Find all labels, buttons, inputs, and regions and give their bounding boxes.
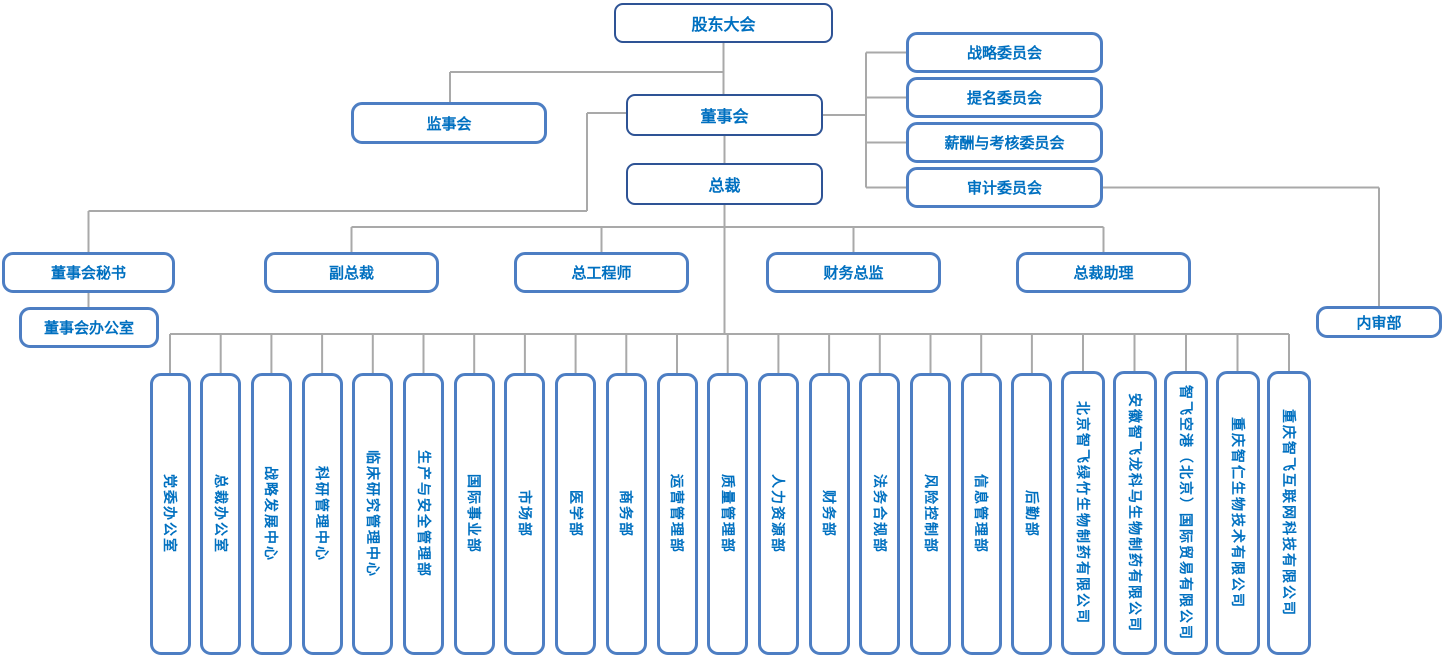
department-box-label: 总裁办公室 [212, 474, 229, 554]
department-box: 总裁办公室 [200, 373, 242, 655]
subsidiary-box-label: 安徽智飞龙科马生物制药有限公司 [1126, 393, 1143, 633]
subsidiary-box-label: 北京智飞绿竹生物制药有限公司 [1075, 401, 1091, 625]
department-box: 党委办公室 [149, 373, 191, 655]
executive-box: 总工程师 [514, 252, 689, 293]
board-secretary-label: 董事会秘书 [50, 265, 126, 282]
department-box-label: 医学部 [567, 490, 584, 538]
department-box-label: 市场部 [516, 490, 533, 538]
department-box-label: 后勤部 [1023, 490, 1040, 538]
department-box-label: 风险控制部 [922, 474, 939, 554]
department-box-label: 财务部 [821, 490, 838, 538]
subsidiary-box: 重庆智飞互联网科技有限公司 [1267, 371, 1311, 655]
subsidiary-box: 智飞空港（北京）国际贸易有限公司 [1164, 371, 1208, 655]
department-box: 人力资源部 [757, 373, 799, 655]
executive-box-label: 副总裁 [328, 265, 374, 282]
board-of-directors-box: 董事会 [626, 94, 823, 136]
department-box: 市场部 [504, 373, 546, 655]
department-box: 商务部 [605, 373, 647, 655]
subsidiary-box: 重庆智仁生物技术有限公司 [1215, 371, 1260, 655]
board-of-directors-label: 董事会 [700, 109, 749, 126]
committee-box: 薪酬与考核委员会 [906, 122, 1103, 163]
board-office-box: 董事会办公室 [19, 307, 159, 348]
committee-box-label: 审计委员会 [966, 180, 1042, 197]
subsidiary-box-label: 重庆智飞互联网科技有限公司 [1281, 409, 1297, 617]
executive-box: 副总裁 [264, 252, 439, 293]
department-box: 医学部 [555, 373, 597, 655]
department-box: 信息管理部 [960, 373, 1002, 655]
department-box-label: 质量管理部 [719, 474, 736, 554]
board-secretary-box: 董事会秘书 [2, 252, 175, 293]
supervisory-board-box: 监事会 [351, 102, 547, 144]
department-box: 法务合规部 [859, 373, 901, 655]
department-box-label: 运营管理部 [669, 474, 685, 554]
department-box: 科研管理中心 [301, 373, 343, 655]
department-box-label: 临床研究管理中心 [364, 450, 381, 578]
shareholders-meeting-label: 股东大会 [691, 17, 756, 34]
subsidiary-box: 安徽智飞龙科马生物制药有限公司 [1112, 371, 1157, 655]
subsidiary-box-label: 智飞空港（北京）国际贸易有限公司 [1178, 385, 1194, 641]
department-box-label: 国际事业部 [466, 474, 483, 554]
supervisory-board-label: 监事会 [426, 115, 472, 133]
internal-audit-dept-label: 内审部 [1356, 314, 1402, 332]
subsidiary-box-label: 重庆智仁生物技术有限公司 [1229, 417, 1246, 609]
president-label: 总裁 [708, 178, 741, 195]
department-box-label: 商务部 [618, 490, 635, 538]
committee-box-label: 提名委员会 [966, 90, 1042, 107]
executive-box-label: 财务总监 [823, 265, 884, 282]
committee-box: 战略委员会 [906, 32, 1103, 73]
department-box-label: 战略发展中心 [263, 466, 280, 562]
committee-box: 提名委员会 [906, 77, 1103, 118]
department-box: 质量管理部 [707, 373, 749, 655]
subsidiary-box: 北京智飞绿竹生物制药有限公司 [1061, 371, 1105, 655]
executive-box: 财务总监 [766, 252, 941, 293]
internal-audit-dept-box: 内审部 [1316, 306, 1442, 338]
committee-box-label: 战略委员会 [966, 45, 1042, 62]
committee-box: 审计委员会 [906, 167, 1103, 208]
department-box: 财务部 [808, 373, 850, 655]
department-box-label: 人力资源部 [770, 474, 787, 554]
department-box: 临床研究管理中心 [352, 373, 394, 655]
department-box-label: 科研管理中心 [314, 466, 331, 562]
department-box-label: 党委办公室 [162, 474, 178, 554]
president-box: 总裁 [626, 163, 823, 205]
department-box-label: 法务合规部 [871, 474, 888, 554]
board-office-label: 董事会办公室 [43, 320, 134, 337]
department-box: 战略发展中心 [250, 373, 292, 655]
department-box: 后勤部 [1011, 373, 1053, 655]
department-box: 国际事业部 [453, 373, 495, 655]
department-box: 生产与安全管理部 [403, 373, 444, 655]
committee-box-label: 薪酬与考核委员会 [944, 135, 1065, 152]
department-box-label: 生产与安全管理部 [415, 450, 432, 578]
executive-box: 总裁助理 [1016, 252, 1191, 293]
executive-box-label: 总工程师 [571, 265, 632, 282]
shareholders-meeting-box: 股东大会 [614, 3, 833, 43]
department-box-label: 信息管理部 [973, 474, 990, 554]
department-box: 运营管理部 [656, 373, 698, 655]
executive-box-label: 总裁助理 [1073, 265, 1134, 282]
department-box: 风险控制部 [910, 373, 951, 655]
